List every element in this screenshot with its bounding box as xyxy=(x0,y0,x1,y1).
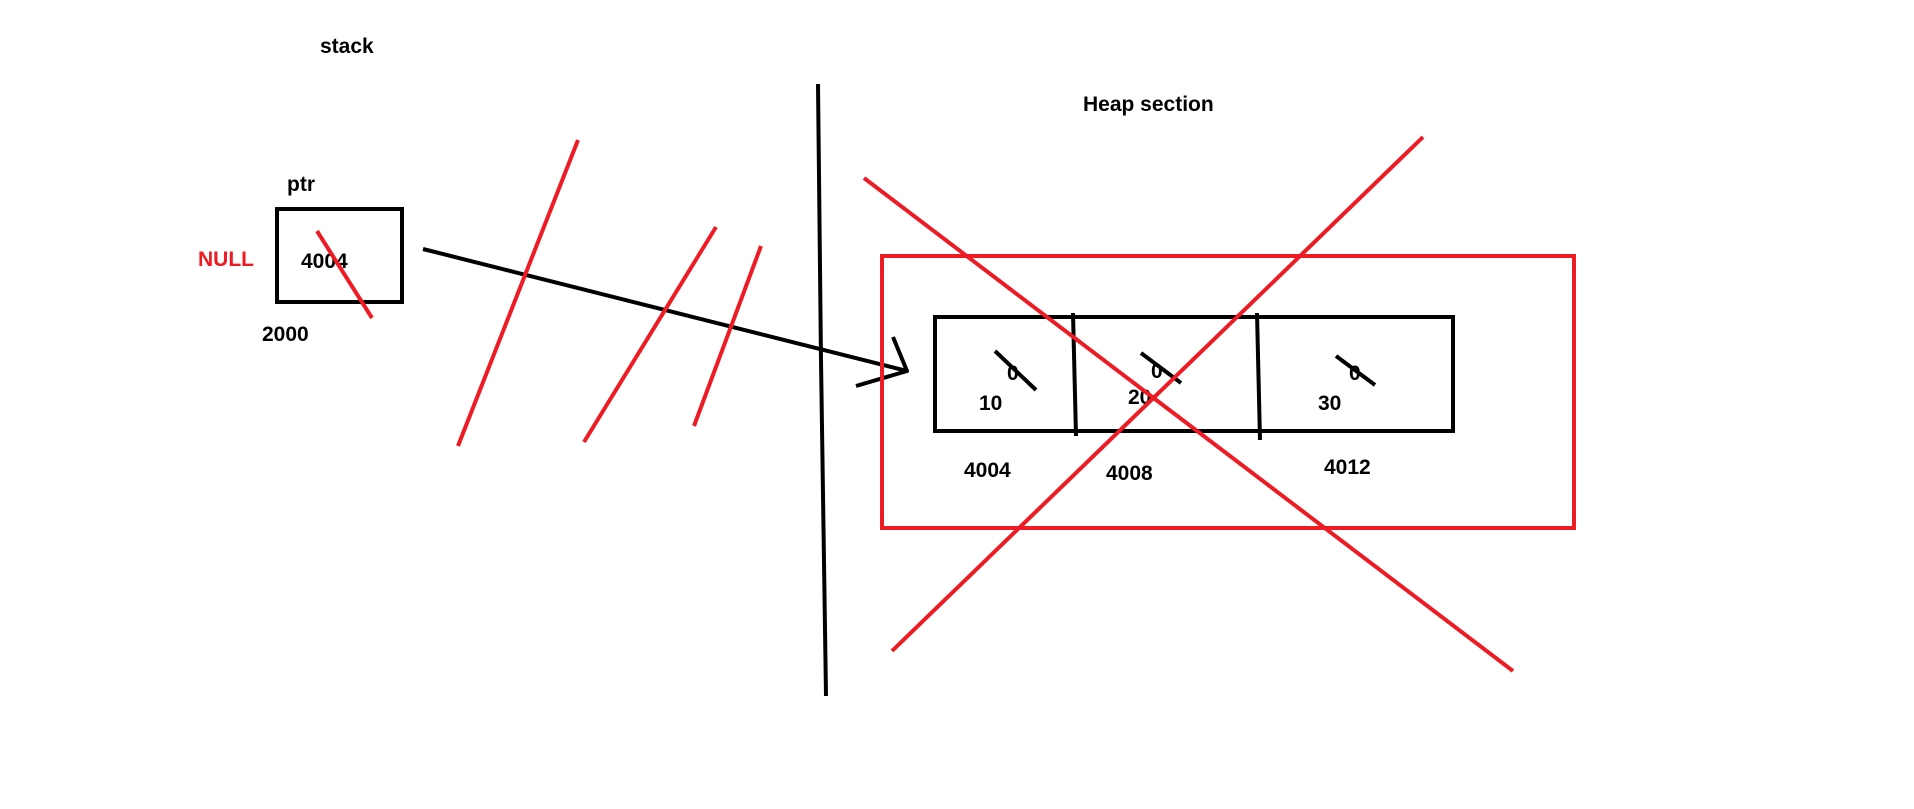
heap-cell-old-value-strike xyxy=(993,349,1038,392)
heap-cell-old-value: 0 xyxy=(1349,362,1361,385)
heap-cell-value: 10 xyxy=(979,392,1002,415)
heap-cell-old-value: 0 xyxy=(1007,362,1019,385)
heap-freed-boundary xyxy=(880,254,1576,530)
heap-cell-address: 4012 xyxy=(1324,456,1371,479)
pointer-strike-1 xyxy=(456,139,580,447)
pointer-strike-2 xyxy=(582,225,718,444)
heap-cell-divider-1 xyxy=(1071,312,1078,437)
heap-section-label: Heap section xyxy=(1083,93,1214,116)
ptr-value: 4004 xyxy=(301,250,348,273)
heap-cell-old-value: 0 xyxy=(1151,360,1163,383)
pointer-strike-3 xyxy=(692,245,763,427)
ptr-variable-name: ptr xyxy=(287,173,315,196)
heap-cell-value: 30 xyxy=(1318,392,1341,415)
heap-cell-address: 4008 xyxy=(1106,462,1153,485)
ptr-box xyxy=(275,207,404,304)
heap-cell-address: 4004 xyxy=(964,459,1011,482)
heap-cell-divider-2 xyxy=(1255,312,1262,441)
heap-cell-old-value-strike xyxy=(1334,354,1377,387)
null-label: NULL xyxy=(198,248,254,271)
ptr-address: 2000 xyxy=(262,323,309,346)
heap-freed-cross-1 xyxy=(862,176,1515,673)
pointer-arrow-head xyxy=(855,336,909,388)
stack-section-label: stack xyxy=(320,35,374,58)
heap-freed-cross-2 xyxy=(890,135,1425,653)
ptr-value-strike xyxy=(315,229,374,320)
stack-heap-divider xyxy=(816,83,828,697)
